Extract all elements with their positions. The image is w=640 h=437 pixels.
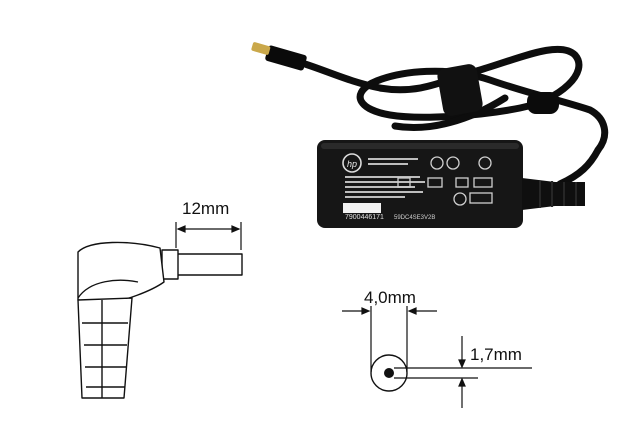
part-number-box [343, 203, 381, 213]
part-number-text: 7900446171 [345, 214, 384, 221]
cable-tie [437, 64, 483, 116]
inner-diameter-label: 1,7mm [470, 345, 522, 364]
label-code-text: 59DC4SE3V2B [394, 215, 435, 221]
tip-length-label: 12mm [182, 199, 229, 218]
adapter-label: hp 7900446171 [342, 153, 493, 221]
plug-connector [251, 42, 307, 71]
strain-relief [522, 178, 585, 210]
outer-diameter-dimension [342, 306, 437, 372]
tip-length-dimension [175, 222, 242, 250]
plug-end-drawing [370, 354, 408, 392]
plug-tip-outline [175, 253, 243, 276]
plug-head-outline [77, 241, 165, 305]
cert-marks-icon [397, 156, 493, 206]
ferrite-bead [527, 92, 559, 114]
inner-pin-circle [384, 368, 394, 378]
outer-diameter-label: 4,0mm [364, 288, 416, 307]
boot-grip-lines [82, 300, 128, 398]
plug-boot-outline [77, 297, 133, 399]
dc-cable [298, 45, 609, 188]
brand-logo-text: hp [347, 159, 357, 169]
hp-logo-icon [342, 153, 362, 173]
plug-side-drawing [77, 241, 243, 399]
plug-collar-outline [161, 249, 179, 280]
adapter-photo: hp 7900446171 [251, 42, 609, 228]
inner-diameter-dimension [394, 336, 532, 408]
